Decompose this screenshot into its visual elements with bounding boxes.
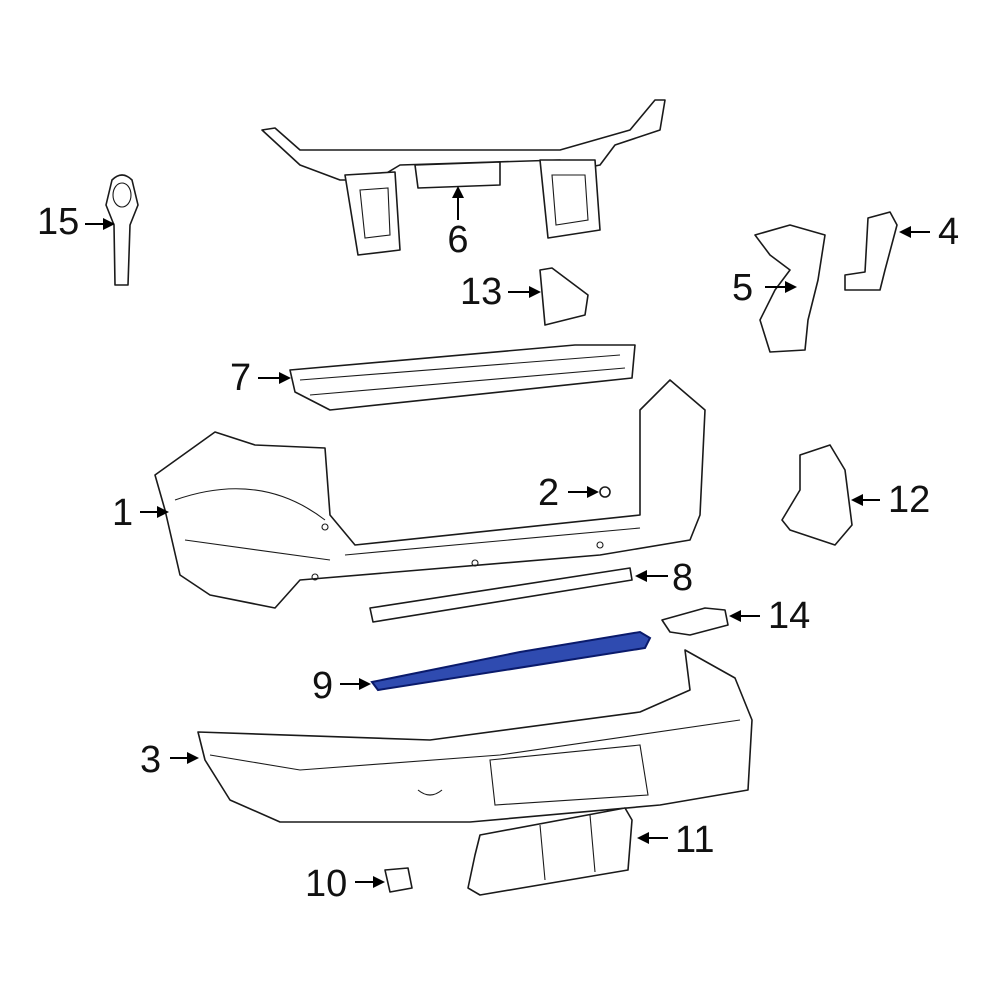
callout-label-6: 6 xyxy=(447,219,468,261)
part-2-clip[interactable] xyxy=(599,486,611,498)
callout-label-2: 2 xyxy=(538,472,559,514)
callout-label-13: 13 xyxy=(460,271,502,313)
part-13-bracket[interactable] xyxy=(539,267,589,326)
callout-1: 1 xyxy=(112,492,169,534)
callout-13: 13 xyxy=(460,271,541,313)
callout-label-4: 4 xyxy=(938,211,959,253)
part-1-bumper-cover[interactable] xyxy=(154,379,706,609)
callout-12: 12 xyxy=(851,479,930,521)
part-8-strip[interactable] xyxy=(369,567,633,623)
callout-6: 6 xyxy=(447,186,469,261)
part-15-tow-hook[interactable] xyxy=(105,174,139,286)
callout-11: 11 xyxy=(637,819,714,861)
callout-label-11: 11 xyxy=(675,819,714,861)
part-9-highlighted-strip[interactable] xyxy=(370,630,652,692)
callout-label-9: 9 xyxy=(312,665,333,707)
callout-label-10: 10 xyxy=(305,863,347,905)
callout-4: 4 xyxy=(899,211,959,253)
callout-14: 14 xyxy=(729,595,810,637)
callout-label-7: 7 xyxy=(230,357,251,399)
callout-2: 2 xyxy=(538,472,599,514)
callout-15: 15 xyxy=(37,201,115,243)
part-3-lower-valance[interactable] xyxy=(197,649,753,823)
callout-label-1: 1 xyxy=(112,492,133,534)
callout-label-12: 12 xyxy=(888,479,930,521)
callout-3: 3 xyxy=(140,739,199,781)
callout-9: 9 xyxy=(312,665,371,707)
part-11-skid-plate[interactable] xyxy=(467,807,633,896)
part-6-bracket[interactable] xyxy=(261,99,666,256)
callout-label-8: 8 xyxy=(672,557,693,599)
part-4-bracket[interactable] xyxy=(844,211,898,291)
callout-label-15: 15 xyxy=(37,201,79,243)
callout-8: 8 xyxy=(635,557,693,599)
callout-5: 5 xyxy=(732,267,797,309)
callout-label-5: 5 xyxy=(732,267,753,309)
callout-10: 10 xyxy=(305,863,385,905)
part-14-bracket[interactable] xyxy=(661,607,729,636)
callout-label-3: 3 xyxy=(140,739,161,781)
callout-7: 7 xyxy=(230,357,291,399)
callout-label-14: 14 xyxy=(768,595,810,637)
part-7-reinforcement[interactable] xyxy=(289,344,636,411)
part-10-clip[interactable] xyxy=(384,867,413,893)
part-12-bracket[interactable] xyxy=(781,444,853,546)
